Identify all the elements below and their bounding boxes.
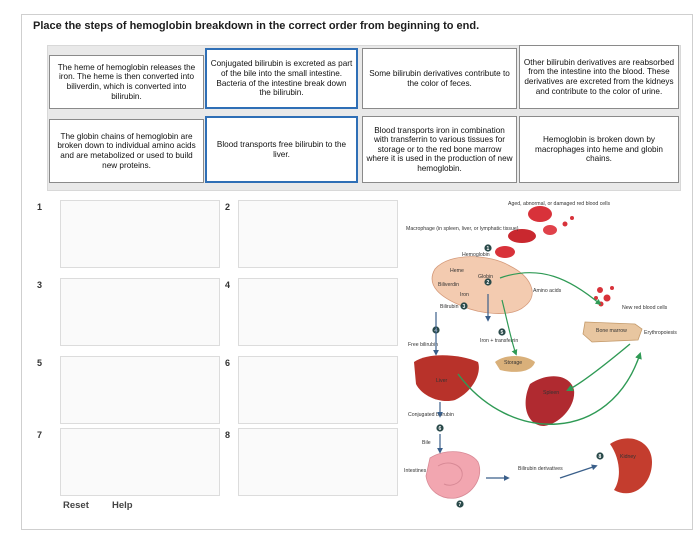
step-marker-number: 1 xyxy=(487,246,490,252)
liver-shape xyxy=(414,355,479,402)
step-card[interactable]: Blood transports iron in combination wit… xyxy=(362,116,517,183)
drop-slot-7[interactable] xyxy=(60,428,220,496)
step-card[interactable]: Conjugated bilirubin is excreted as part… xyxy=(205,48,358,109)
label-bone-marrow: Bone marrow xyxy=(596,328,627,334)
slot-number: 5 xyxy=(37,358,43,368)
step-marker-number: 7 xyxy=(459,502,462,508)
label-heme: Heme xyxy=(450,268,464,274)
storage-tissue xyxy=(495,356,535,372)
step-card[interactable]: The globin chains of hemoglobin are brok… xyxy=(49,119,204,183)
step-card[interactable]: Hemoglobin is broken down by macrophages… xyxy=(519,116,679,183)
aged-rbc-cluster xyxy=(495,206,574,258)
slot-number: 4 xyxy=(225,280,231,290)
answer-grid: 1 2 3 4 5 6 7 8 xyxy=(33,196,399,524)
step-card[interactable]: Blood transports free bilirubin to the l… xyxy=(205,116,358,183)
new-rbc-cluster xyxy=(594,286,614,307)
help-button[interactable]: Help xyxy=(112,500,133,511)
step-marker-number: 2 xyxy=(487,280,490,286)
step-card-text: The heme of hemoglobin releases the iron… xyxy=(57,62,196,101)
drop-slot-1[interactable] xyxy=(60,200,220,268)
label-bilirubin-derivatives: Bilirubin derivatives xyxy=(518,466,563,472)
label-globin: Globin xyxy=(478,274,493,280)
slot-number: 8 xyxy=(225,430,231,440)
drop-slot-8[interactable] xyxy=(238,428,398,496)
step-marker-number: 6 xyxy=(439,426,442,432)
label-bilirubin: Bilirubin xyxy=(440,304,459,310)
label-iron-transferrin: Iron + transferrin xyxy=(480,338,518,344)
flow-arrows xyxy=(433,272,642,481)
label-conjugated-bilirubin: Conjugated bilirubin xyxy=(408,412,454,418)
label-biliverdin: Biliverdin xyxy=(438,282,459,288)
reset-button[interactable]: Reset xyxy=(63,500,89,511)
step-marker-number: 5 xyxy=(501,330,504,336)
step-card-text: Blood transports free bilirubin to the l… xyxy=(216,139,347,159)
kidney-shape xyxy=(610,438,652,494)
step-marker xyxy=(484,278,492,286)
label-intestines: Intestines xyxy=(404,468,427,474)
step-card-text: The globin chains of hemoglobin are brok… xyxy=(57,131,196,170)
drop-slot-3[interactable] xyxy=(60,278,220,346)
label-aged-rbc: Aged, abnormal, or damaged red blood cel… xyxy=(508,201,610,207)
step-marker xyxy=(460,302,468,310)
step-card[interactable]: Some bilirubin derivatives contribute to… xyxy=(362,48,517,109)
step-card-text: Other bilirubin derivatives are reabsorb… xyxy=(523,57,675,96)
step-marker xyxy=(498,328,506,336)
step-marker xyxy=(456,500,464,508)
instruction-text: Place the steps of hemoglobin breakdown … xyxy=(33,20,480,32)
drop-slot-4[interactable] xyxy=(238,278,398,346)
label-iron: Iron xyxy=(460,292,469,298)
label-new-rbc: New red blood cells xyxy=(622,305,668,311)
bone-marrow-shape xyxy=(582,321,643,343)
slot-number: 2 xyxy=(225,202,231,212)
label-hemoglobin: Hemoglobin xyxy=(462,252,490,258)
label-bile: Bile xyxy=(422,440,431,446)
hemoglobin-breakdown-figure: Aged, abnormal, or damaged red blood cel… xyxy=(404,201,677,508)
label-macrophage: Macrophage (in spleen, liver, or lymphat… xyxy=(406,226,519,232)
step-card[interactable]: Other bilirubin derivatives are reabsorb… xyxy=(519,45,679,109)
label-kidney: Kidney xyxy=(620,454,636,460)
step-card-text: Some bilirubin derivatives contribute to… xyxy=(369,68,510,88)
step-card-text: Conjugated bilirubin is excreted as part… xyxy=(210,59,353,98)
step-marker xyxy=(436,424,444,432)
label-erythropoiesis: Erythropoiesis xyxy=(644,330,677,336)
label-amino-acids: Amino acids xyxy=(533,288,562,294)
label-liver: Liver xyxy=(436,378,448,384)
intestines-shape xyxy=(425,451,481,499)
slot-number: 1 xyxy=(37,202,43,212)
slot-number: 6 xyxy=(225,358,231,368)
step-marker-number: 3 xyxy=(463,304,466,310)
label-storage: Storage xyxy=(504,360,522,366)
spleen-shape xyxy=(525,376,575,426)
slot-number: 3 xyxy=(37,280,43,290)
step-marker xyxy=(484,244,492,252)
drop-slot-2[interactable] xyxy=(238,200,398,268)
label-free-bilirubin: Free bilirubin xyxy=(408,342,438,348)
macrophage-shape xyxy=(431,256,533,314)
step-marker xyxy=(596,452,604,460)
drop-slot-5[interactable] xyxy=(60,356,220,424)
step-marker-number: 8 xyxy=(599,454,602,460)
step-card[interactable]: The heme of hemoglobin releases the iron… xyxy=(49,55,204,109)
step-card-text: Hemoglobin is broken down by macrophages… xyxy=(535,135,663,164)
slot-number: 7 xyxy=(37,430,43,440)
step-card-text: Blood transports iron in combination wit… xyxy=(366,125,513,173)
drop-slot-6[interactable] xyxy=(238,356,398,424)
label-spleen: Spleen xyxy=(543,390,559,396)
